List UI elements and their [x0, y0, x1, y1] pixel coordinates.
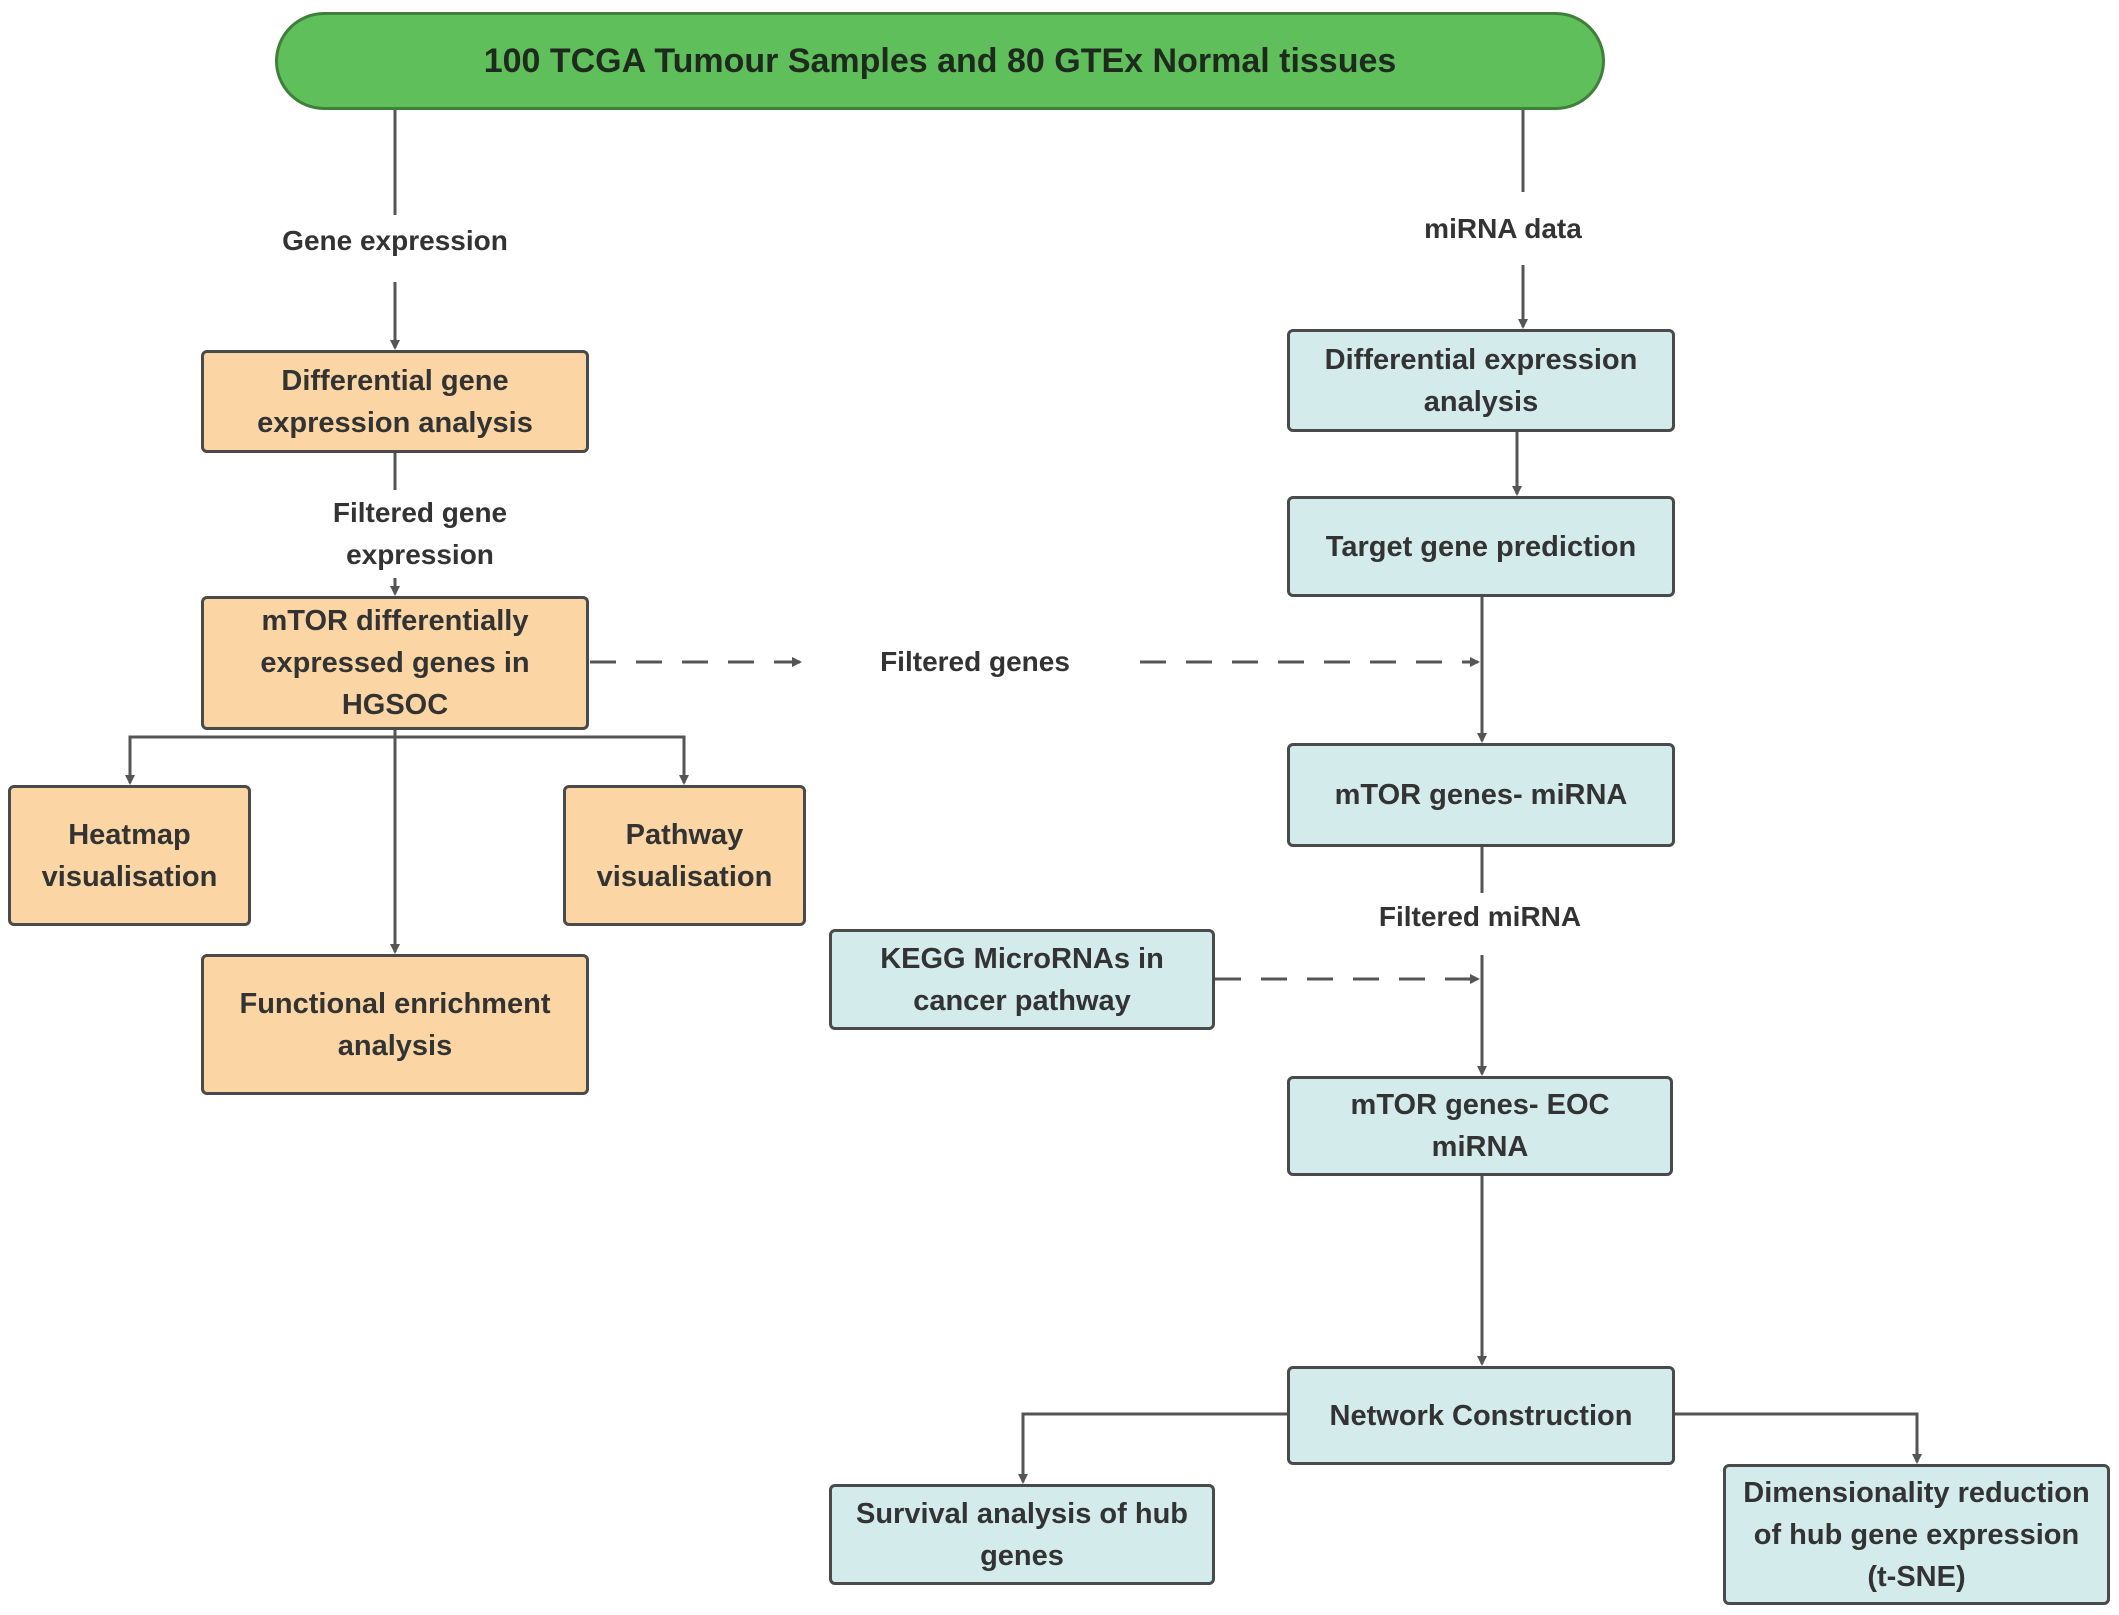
- differential-gene-expression-node: Differential gene expression analysis: [201, 350, 589, 453]
- source-node: 100 TCGA Tumour Samples and 80 GTEx Norm…: [275, 12, 1605, 110]
- mtor-differentially-expressed-genes-node: mTOR differentially expressed genes in H…: [201, 596, 589, 730]
- survival-analysis-node: Survival analysis of hub genes: [829, 1484, 1215, 1585]
- mirna-data-label: miRNA data: [1393, 208, 1613, 250]
- filtered-mirna-label: Filtered miRNA: [1345, 896, 1615, 938]
- dimensionality-reduction-node: Dimensionality reduction of hub gene exp…: [1723, 1464, 2110, 1605]
- edge-mtor-deg-to-pathway: [395, 735, 689, 785]
- heatmap-visualisation-node: Heatmap visualisation: [8, 785, 251, 926]
- edge-network-to-dimred: [1675, 1412, 1922, 1464]
- differential-expression-node: Differential expression analysis: [1287, 329, 1675, 432]
- network-construction-node: Network Construction: [1287, 1366, 1675, 1465]
- edge-network-to-survival: [1018, 1412, 1287, 1484]
- mtor-genes-mirna-node: mTOR genes- miRNA: [1287, 743, 1675, 847]
- pathway-visualisation-node: Pathway visualisation: [563, 785, 806, 926]
- mtor-genes-eoc-mirna-node: mTOR genes- EOC miRNA: [1287, 1076, 1673, 1176]
- kegg-micrornas-node: KEGG MicroRNAs in cancer pathway: [829, 929, 1215, 1030]
- gene-expression-label: Gene expression: [255, 220, 535, 262]
- edge-mtor-deg-to-heatmap: [125, 735, 395, 785]
- filtered-gene-expression-label: Filtered gene expression: [290, 492, 550, 576]
- filtered-genes-label: Filtered genes: [830, 641, 1120, 683]
- functional-enrichment-node: Functional enrichment analysis: [201, 954, 589, 1095]
- target-gene-prediction-node: Target gene prediction: [1287, 496, 1675, 597]
